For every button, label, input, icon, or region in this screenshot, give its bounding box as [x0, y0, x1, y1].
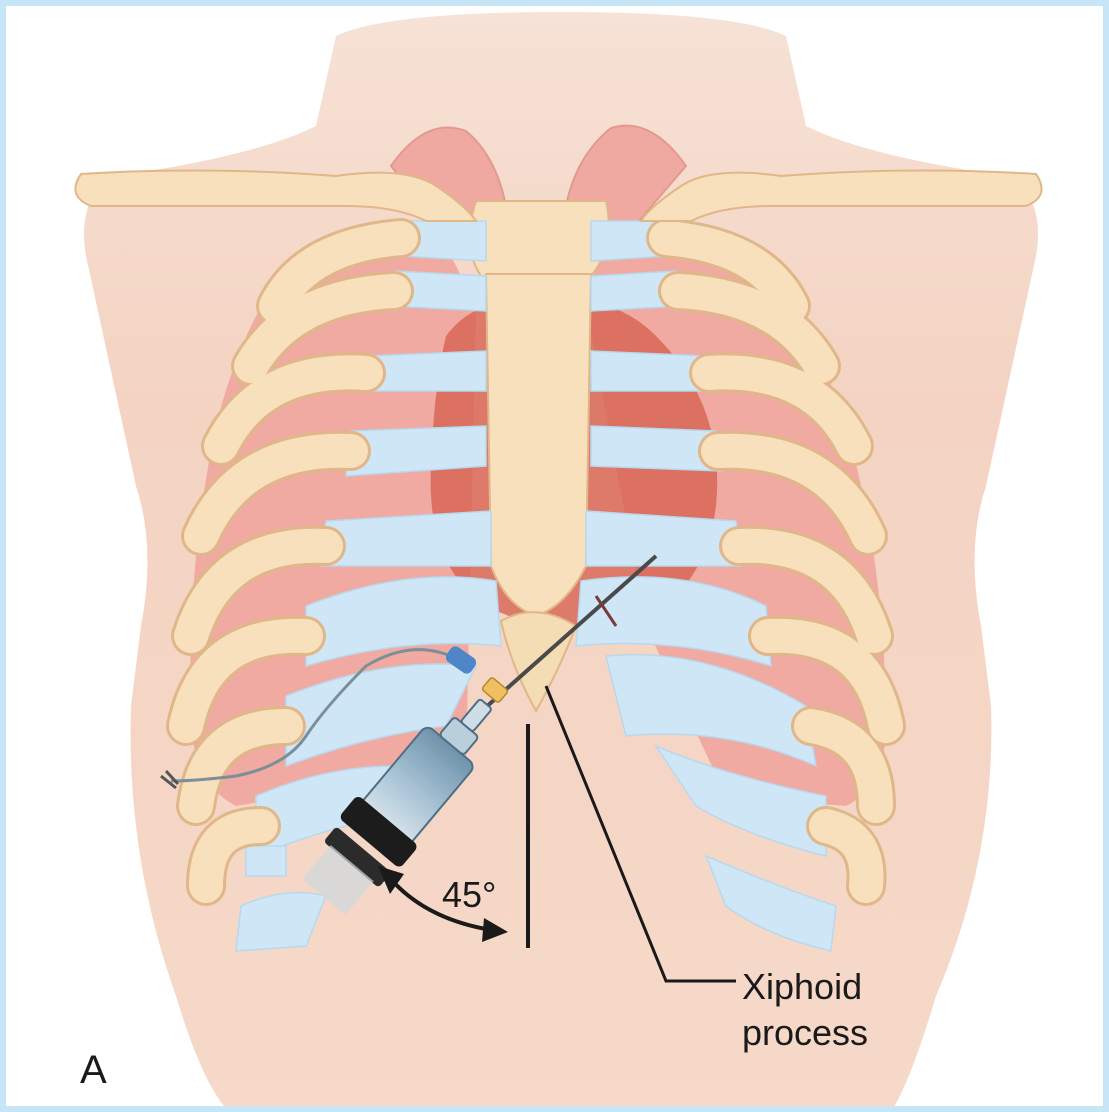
angle-label: 45° [442, 874, 496, 916]
xiphoid-label: Xiphoid process [742, 964, 868, 1056]
manubrium [470, 201, 609, 276]
xiphoid-label-line2: process [742, 1010, 868, 1056]
xiphoid-label-line1: Xiphoid [742, 964, 868, 1010]
sternum-body [486, 274, 591, 616]
panel-letter: A [80, 1048, 107, 1093]
thorax-illustration [6, 6, 1109, 1112]
